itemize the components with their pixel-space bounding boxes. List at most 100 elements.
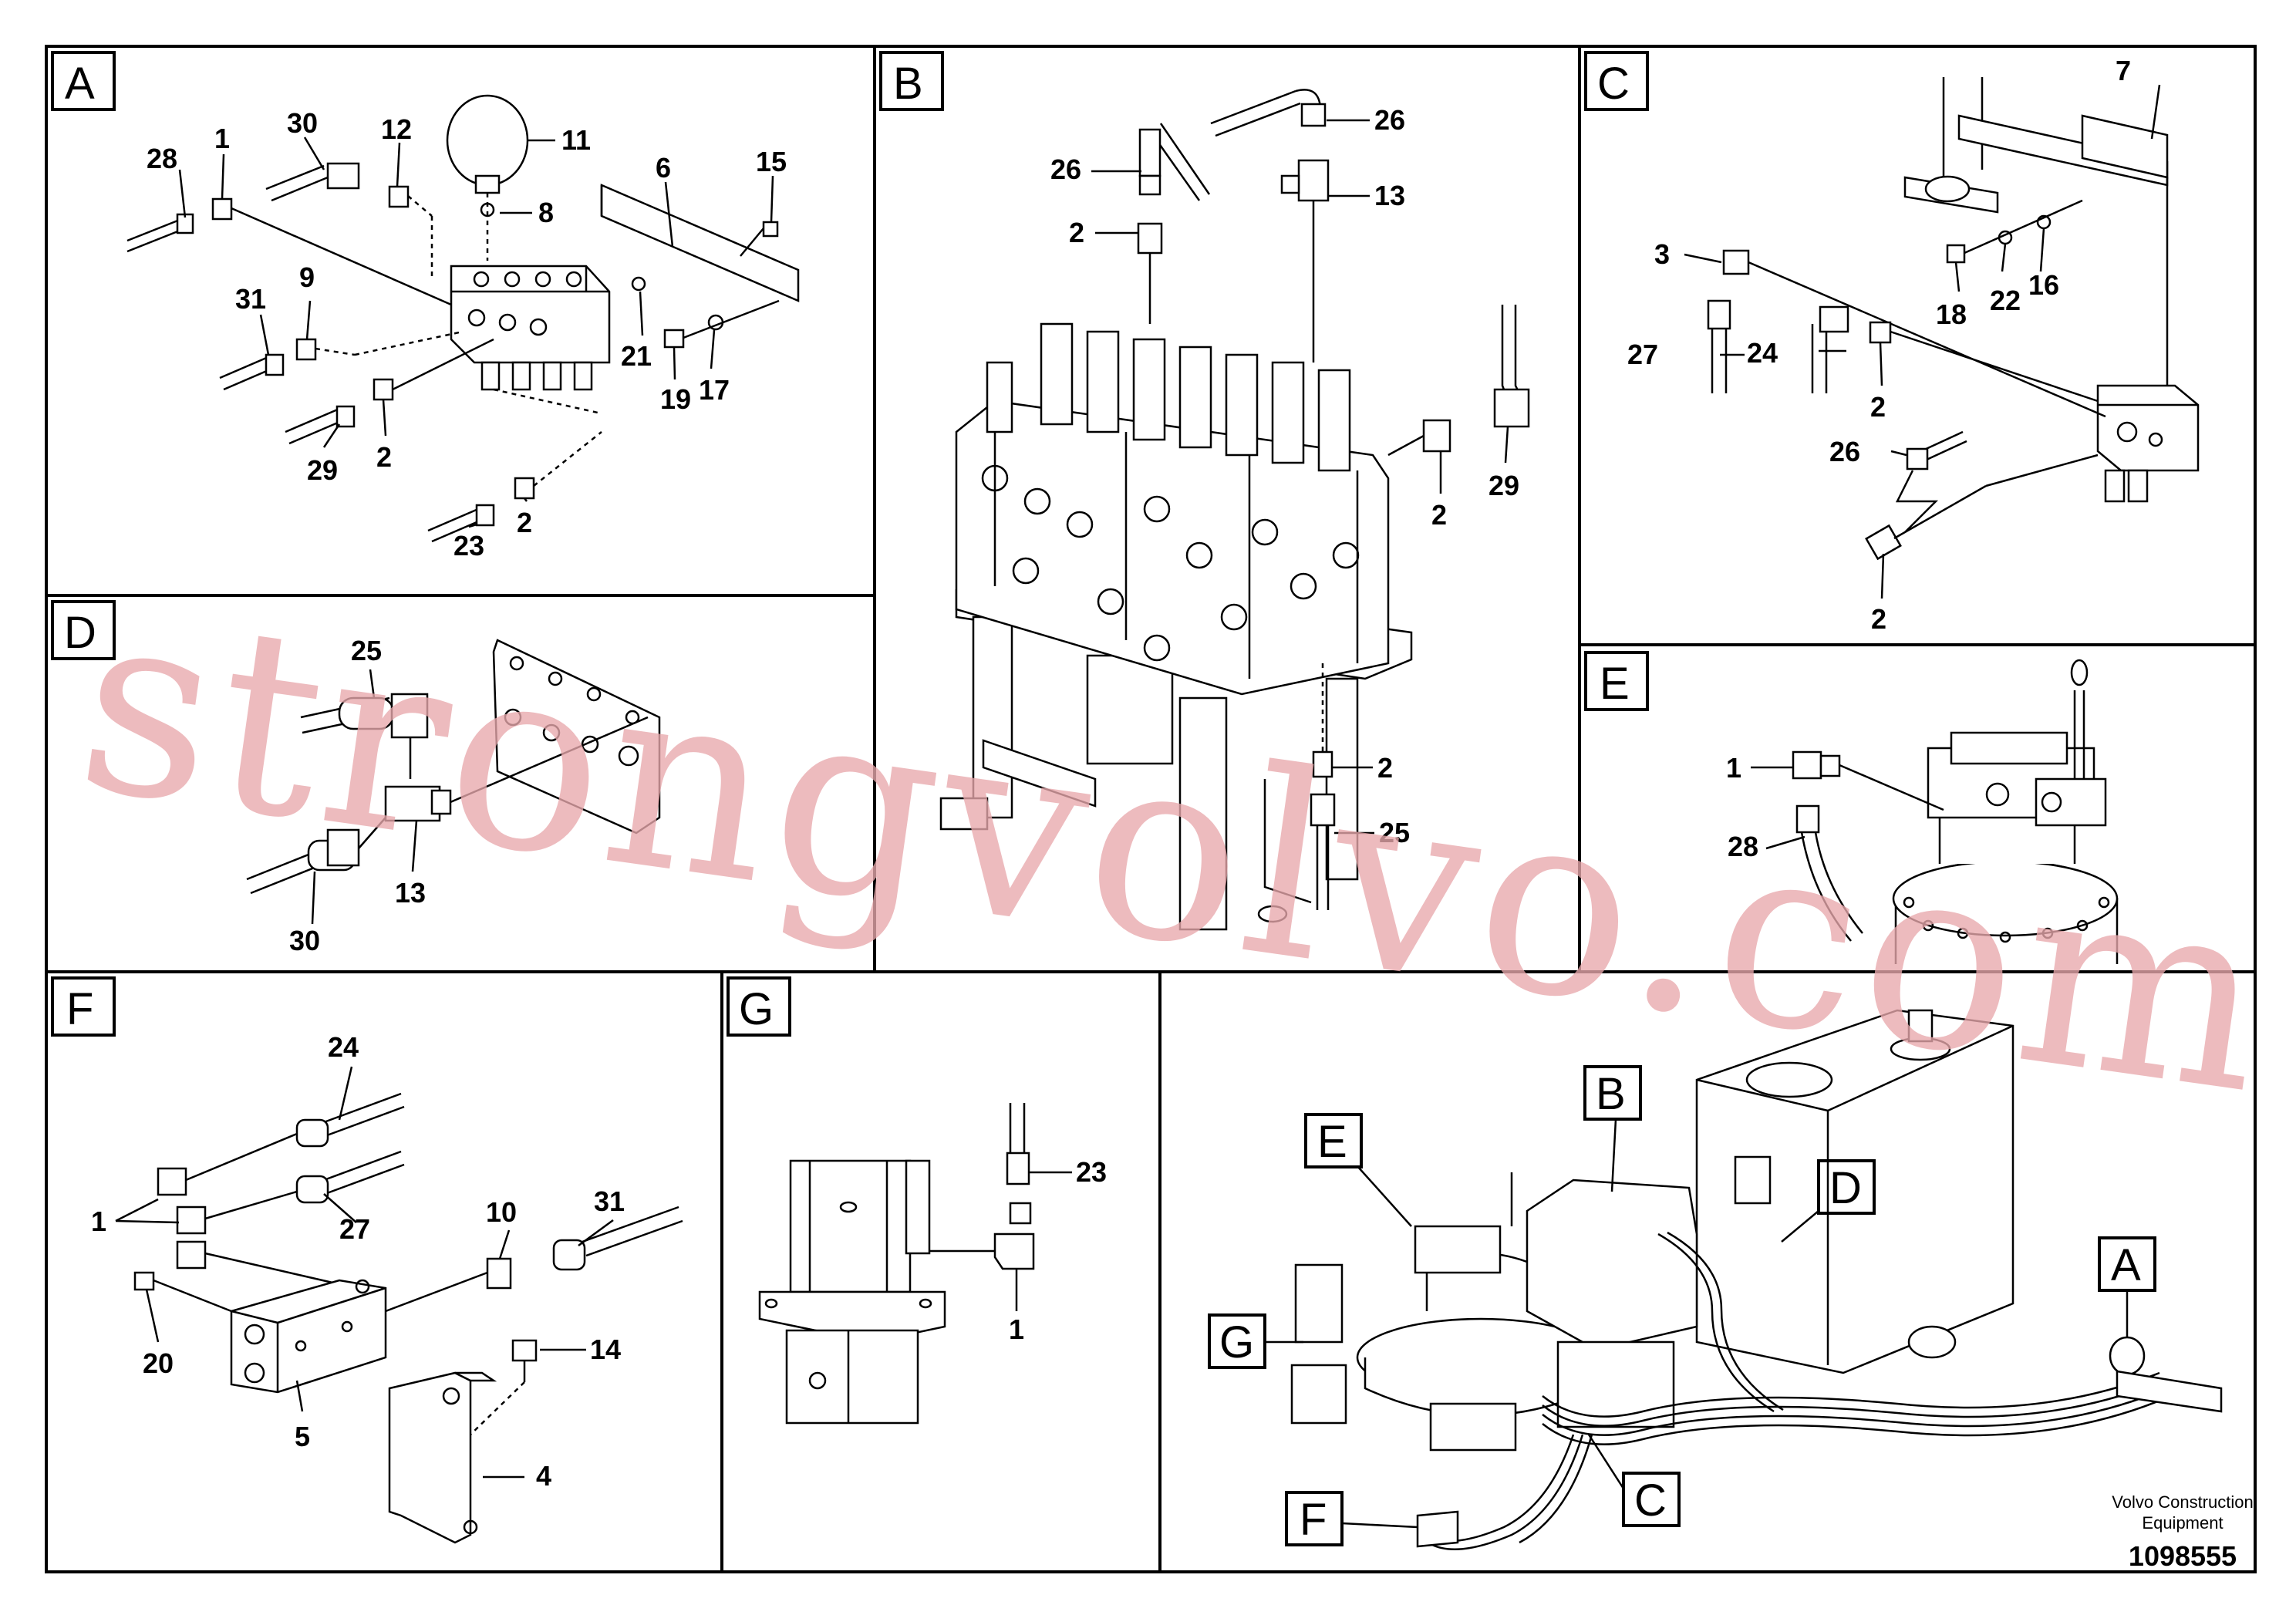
callout-e: E: [1317, 1117, 1347, 1167]
panel-letter-a: A: [51, 51, 116, 111]
part-number-label: 23: [1076, 1156, 1107, 1188]
part-number-label: 2: [1870, 391, 1886, 423]
manifold-block-part: [230, 1279, 387, 1394]
panel-g-drawing: [758, 1103, 1072, 1425]
part-number-label: 30: [287, 107, 318, 139]
part-number-label: 25: [351, 635, 382, 666]
part-number-label: 22: [1990, 285, 2021, 316]
panel-f-drawing: [115, 1066, 683, 1544]
overview-drawing: [1290, 1009, 2223, 1550]
part-number-label: 1: [214, 123, 230, 154]
part-number-label: 8: [538, 197, 554, 228]
swivel-joint-part: [789, 1159, 912, 1293]
part-number-label: 20: [143, 1347, 174, 1379]
part-number-label: 10: [486, 1196, 517, 1228]
company-name-line2: Equipment: [2142, 1513, 2223, 1533]
part-number-label: 28: [1728, 831, 1758, 862]
panel-f-labels: 24 27 1 10 31 20 14 5 4: [91, 1031, 625, 1492]
panel-d-drawing: [246, 639, 661, 925]
part-number-label: 11: [561, 124, 591, 156]
svg-text:C: C: [1597, 59, 1630, 109]
part-number-label: 1: [1726, 752, 1741, 784]
callout-a: A: [2111, 1240, 2141, 1290]
part-number-label: 29: [1489, 470, 1519, 501]
part-number-label: 13: [1374, 180, 1405, 211]
part-number-label: 19: [660, 383, 691, 415]
part-number-label: 9: [299, 261, 315, 293]
panel-letter-e: E: [1584, 651, 1649, 711]
svg-text:D: D: [64, 608, 96, 658]
overview-callouts: E B D A G F C: [1208, 1065, 2156, 1546]
part-number-label: 21: [621, 340, 652, 372]
company-name: Volvo Construction: [2112, 1492, 2253, 1512]
panel-frames: [45, 45, 2257, 1573]
part-number-label: 2: [1431, 499, 1447, 531]
part-number-label: 29: [307, 454, 338, 486]
footer: Volvo Construction Equipment 1098555: [2112, 1492, 2253, 1572]
panel-letter-b: B: [879, 51, 944, 111]
part-number-label: 16: [2028, 269, 2059, 301]
svg-text:A: A: [65, 59, 95, 109]
callout-f: F: [1300, 1495, 1327, 1545]
part-number-label: 4: [536, 1460, 551, 1492]
part-number-label: 24: [1747, 337, 1778, 369]
part-number-label: 18: [1936, 298, 1967, 330]
part-number-label: 27: [1627, 339, 1658, 370]
callout-b: B: [1596, 1069, 1626, 1119]
part-number-label: 23: [453, 530, 484, 561]
panel-g-labels: 23 1: [1009, 1156, 1107, 1345]
panel-b-labels: 26 26 2 13 2 29 2 25: [1050, 104, 1519, 848]
panel-c-drawing: [1684, 77, 2200, 599]
part-number-label: 3: [1654, 238, 1670, 270]
callout-c: C: [1634, 1475, 1667, 1526]
panel-a-labels: 28 1 30 12 11 8 6 15 31 9 21 19 17 29 2 …: [147, 107, 787, 561]
part-number-label: 26: [1829, 436, 1860, 467]
panel-letter-c: C: [1584, 51, 1649, 111]
part-number-label: 13: [395, 877, 426, 909]
part-number-label: 26: [1050, 153, 1081, 185]
mounting-plate-part: [492, 639, 661, 835]
part-number-label: 2: [1377, 752, 1393, 784]
hydraulic-tank-part: [1695, 1009, 2014, 1374]
panel-a-drawing: [126, 94, 800, 543]
panel-e-drawing: [1751, 659, 2119, 964]
part-number-label: 2: [1069, 217, 1084, 248]
part-number-label: 25: [1379, 817, 1410, 848]
document-number: 1098555: [2129, 1540, 2237, 1572]
panel-b-drawing: [939, 89, 1530, 931]
panel-d-labels: 25 30 13: [289, 635, 426, 956]
control-valve-part: [1526, 1179, 1698, 1351]
part-number-label: 31: [594, 1185, 625, 1217]
callout-g: G: [1219, 1317, 1254, 1367]
part-number-label: 2: [1871, 603, 1886, 635]
panel-e-labels: 1 28: [1726, 752, 1758, 862]
part-number-label: 2: [376, 441, 392, 473]
part-number-label: 31: [235, 283, 266, 315]
part-number-label: 30: [289, 925, 320, 956]
part-number-label: 17: [699, 374, 730, 406]
bracket-part: [600, 184, 800, 302]
part-number-label: 15: [756, 146, 787, 177]
part-number-label: 24: [328, 1031, 359, 1063]
svg-text:F: F: [66, 984, 93, 1034]
part-number-label: 26: [1374, 104, 1405, 136]
accumulator-part: [446, 94, 529, 187]
part-number-label: 14: [590, 1334, 621, 1365]
part-number-label: 6: [656, 152, 671, 184]
part-number-label: 7: [2116, 55, 2131, 86]
part-number-label: 1: [1009, 1313, 1024, 1345]
part-number-label: 27: [339, 1213, 370, 1245]
callout-d: D: [1829, 1163, 1862, 1213]
manifold-block-part: [2096, 384, 2200, 472]
part-number-label: 12: [381, 113, 412, 145]
part-number-label: 5: [295, 1421, 310, 1452]
panel-letter-d: D: [51, 600, 116, 660]
panel-letter-f: F: [51, 976, 116, 1037]
svg-text:E: E: [1600, 659, 1630, 709]
svg-text:B: B: [893, 59, 923, 109]
part-number-label: 28: [147, 143, 177, 174]
svg-text:G: G: [739, 984, 774, 1034]
panel-letter-g: G: [727, 976, 791, 1037]
panel-c-labels: 7 3 18 22 16 27 24 2 26 2: [1627, 55, 2131, 635]
